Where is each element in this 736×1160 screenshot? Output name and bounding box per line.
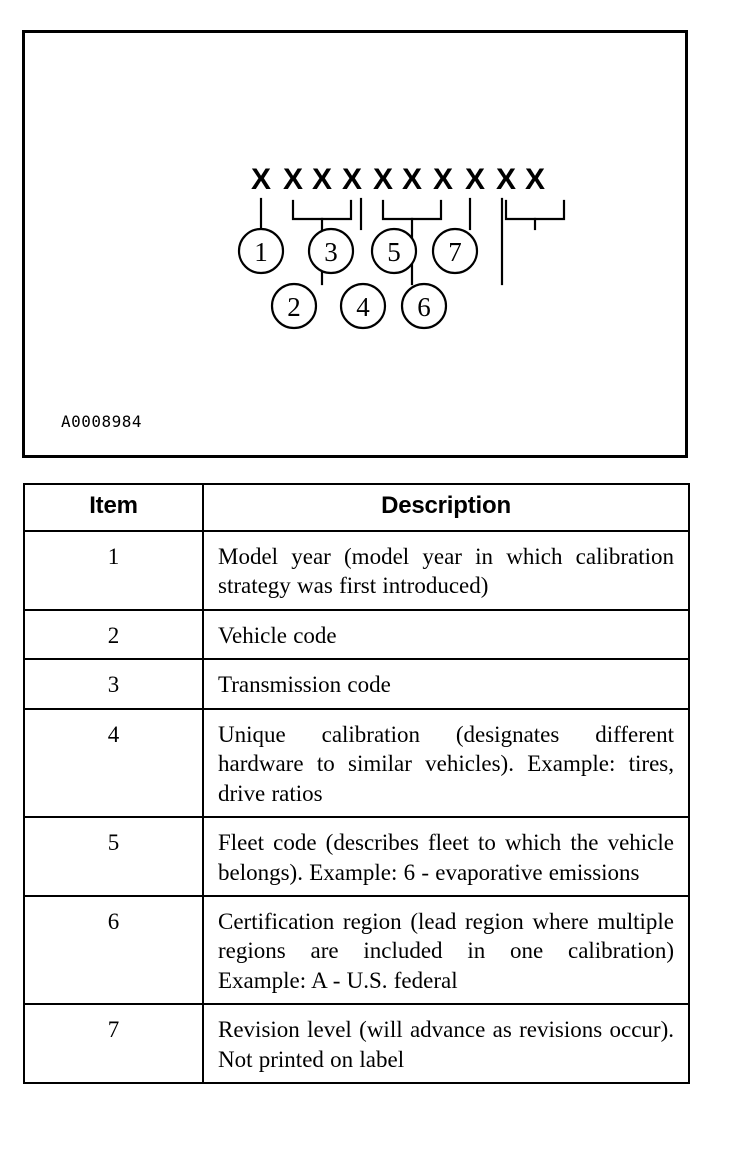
row-item-number: 6 <box>23 894 204 1006</box>
table-row: 3 Transmission code <box>23 658 690 710</box>
figure-id-label: A0008984 <box>61 412 143 431</box>
callout-circle-7 <box>431 227 479 275</box>
code-char-segment-7a: X <box>496 163 516 196</box>
row-description: Fleet code (describes fleet to which the… <box>202 816 690 897</box>
code-char-segment-7b: X <box>525 163 545 196</box>
code-char-segment-6: X <box>465 163 485 196</box>
callout-circles-lower: 2 4 6 <box>270 282 448 330</box>
table-header-row: Item Description <box>23 483 690 532</box>
row-item-number: 3 <box>23 658 204 710</box>
row-description: Transmission code <box>202 658 690 710</box>
bracket-4 <box>381 199 443 221</box>
column-header-item: Item <box>23 483 204 532</box>
callout-label-3: 3 <box>324 237 338 267</box>
column-header-description: Description <box>202 483 690 532</box>
callout-circle-4 <box>339 282 387 330</box>
row-item-number: 7 <box>23 1003 204 1085</box>
callout-label-1: 1 <box>254 237 268 267</box>
code-char-segment-3: X <box>342 163 362 196</box>
bracket-2 <box>291 199 353 221</box>
callout-label-4: 4 <box>356 292 370 322</box>
callout-circle-1 <box>237 227 285 275</box>
bracket-7 <box>504 199 566 221</box>
callout-label-5: 5 <box>387 237 401 267</box>
item-description-table: Item Description 1 Model year (model yea… <box>23 483 690 1085</box>
row-description: Certification region (lead region where … <box>202 894 690 1006</box>
callout-circle-6 <box>400 282 448 330</box>
table-row: 5 Fleet code (describes fleet to which t… <box>23 816 690 897</box>
row-description: Vehicle code <box>202 608 690 661</box>
table-row: 6 Certification region (lead region wher… <box>23 894 690 1006</box>
code-char-segment-4a: X <box>373 163 393 196</box>
table-row: 2 Vehicle code <box>23 608 690 661</box>
table-row: 7 Revision level (will advance as revisi… <box>23 1003 690 1085</box>
callout-circle-5 <box>370 227 418 275</box>
callout-circles-upper: 1 3 5 7 <box>237 227 479 275</box>
callout-label-7: 7 <box>448 237 462 267</box>
row-description: Unique calibration (designates different… <box>202 707 690 819</box>
row-item-number: 2 <box>23 608 204 661</box>
figure-panel: X X X X X X X X X X <box>22 30 688 458</box>
code-char-segment-2a: X <box>283 163 303 196</box>
code-char-segment-1: X <box>251 163 271 196</box>
callout-circle-2 <box>270 282 318 330</box>
table-row: 4 Unique calibration (designates differe… <box>23 707 690 819</box>
code-char-segment-4b: X <box>402 163 422 196</box>
code-char-segment-2b: X <box>312 163 332 196</box>
table-row: 1 Model year (model year in which calibr… <box>23 530 690 611</box>
calibration-code-diagram: X X X X X X X X X X <box>237 163 566 330</box>
row-item-number: 4 <box>23 707 204 819</box>
row-description: Model year (model year in which calibrat… <box>202 530 690 611</box>
callout-label-2: 2 <box>287 292 301 322</box>
callout-label-6: 6 <box>417 292 431 322</box>
callout-circle-3 <box>307 227 355 275</box>
row-item-number: 1 <box>23 530 204 611</box>
code-character-row: X X X X X X X X X X <box>251 163 545 196</box>
row-description: Revision level (will advance as revision… <box>202 1003 690 1085</box>
code-char-segment-5: X <box>433 163 453 196</box>
row-item-number: 5 <box>23 816 204 897</box>
